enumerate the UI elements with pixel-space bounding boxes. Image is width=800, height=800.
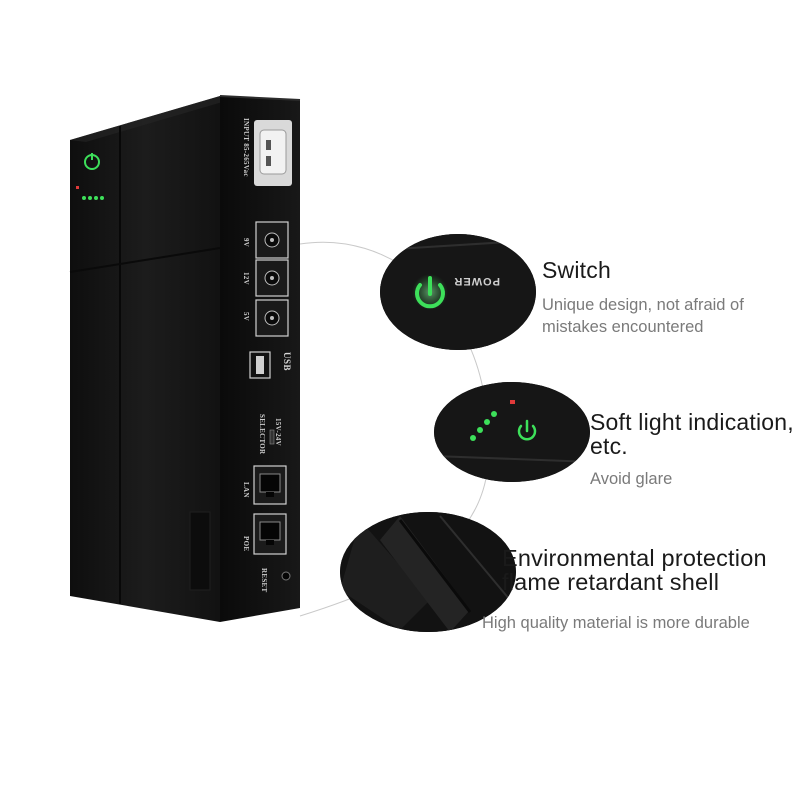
power-icon-small bbox=[517, 419, 537, 441]
led-3 bbox=[94, 196, 98, 200]
svg-text:12V: 12V bbox=[242, 272, 250, 285]
led-glow-2 bbox=[484, 419, 490, 425]
feature-shell-description: High quality material is more durable bbox=[482, 614, 750, 632]
device-side-panel bbox=[70, 96, 220, 622]
led-1 bbox=[82, 196, 86, 200]
feature-switch-title: Switch bbox=[542, 257, 611, 283]
poe-label: POE bbox=[242, 536, 250, 551]
dc-output-12v: 12V bbox=[242, 259, 289, 297]
zoom-shell-detail bbox=[340, 512, 516, 632]
feature-light: Soft light indication, etc. Avoid glare bbox=[590, 410, 800, 490]
feature-shell: Environmental protection flame retardant… bbox=[482, 545, 800, 634]
side-vent bbox=[189, 511, 211, 591]
led-glow-1 bbox=[491, 411, 497, 417]
power-icon bbox=[415, 276, 445, 309]
reset-label: RESET bbox=[260, 568, 268, 592]
zoom-lights-detail bbox=[434, 382, 590, 482]
mini-ups-device: INPUT 85-265Vac 9V 12V 5V USB SELECTOR 1… bbox=[69, 95, 301, 622]
led-glow-3 bbox=[477, 427, 483, 433]
reset-button bbox=[281, 571, 291, 581]
feature-light-title: Soft light indication, etc. bbox=[590, 409, 794, 459]
feature-switch-description: Unique design, not afraid of mistakes en… bbox=[542, 296, 744, 336]
feature-light-description: Avoid glare bbox=[590, 470, 673, 488]
led-2 bbox=[88, 196, 92, 200]
svg-text:9V: 9V bbox=[242, 238, 250, 247]
input-label: INPUT 85-265Vac bbox=[242, 118, 250, 177]
zoom-switch-label: POWER bbox=[453, 275, 500, 287]
lan-port bbox=[253, 465, 287, 505]
lan-label: LAN bbox=[242, 482, 250, 498]
svg-text:5V: 5V bbox=[242, 312, 250, 321]
feature-shell-title: Environmental protection flame retardant… bbox=[502, 545, 767, 595]
usb-label: USB bbox=[282, 352, 292, 371]
feature-switch: Switch Unique design, not afraid of mist… bbox=[542, 258, 792, 338]
selector-label: SELECTOR bbox=[258, 414, 266, 455]
selector-options: 15V-24V bbox=[274, 418, 282, 446]
zoom-switch-detail: POWER bbox=[380, 234, 536, 350]
dc-output-5v: 5V bbox=[242, 299, 289, 337]
poe-port bbox=[253, 513, 287, 555]
led-glow-4 bbox=[470, 435, 476, 441]
led-4 bbox=[100, 196, 104, 200]
dc-output-9v: 9V bbox=[242, 221, 289, 259]
power-button-small bbox=[84, 153, 100, 170]
